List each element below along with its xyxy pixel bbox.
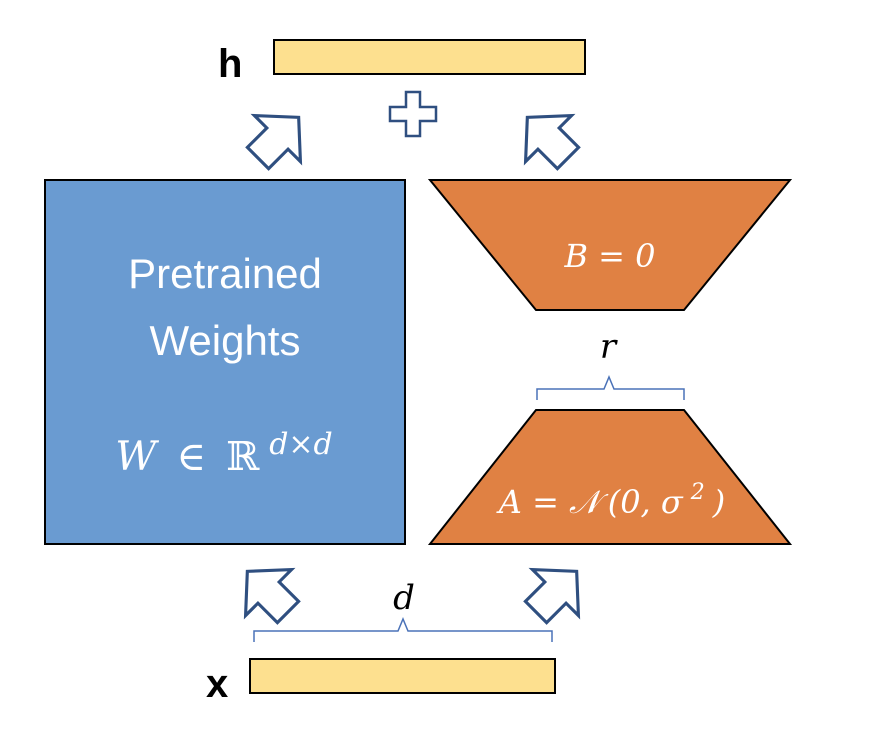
- dim-label: d: [393, 578, 415, 618]
- arrow-weights-to-h-icon: [245, 113, 303, 171]
- output-label: h: [218, 42, 242, 86]
- input-label: x: [206, 662, 228, 706]
- lora-b-block: [427, 179, 793, 311]
- formula-W: W: [115, 434, 159, 480]
- arrow-x-to-a-icon: [523, 567, 581, 625]
- pretrained-weights-block: [44, 179, 406, 545]
- output-vector: [273, 39, 586, 75]
- formula-superscript: d×d: [269, 427, 333, 462]
- a-close: ): [712, 483, 725, 521]
- pretrained-title-line2: Weights: [150, 317, 301, 364]
- pretrained-title-line1: Pretrained: [128, 250, 322, 297]
- lora-a-block: [427, 409, 793, 545]
- formula-R: ℝ: [226, 434, 260, 480]
- a-superscript: 2: [690, 480, 705, 505]
- arrow-b-to-h-icon: [523, 113, 581, 171]
- a-lhs: A =: [496, 483, 569, 521]
- arrow-x-to-weights-icon: [243, 567, 301, 625]
- a-normal: 𝒩: [569, 483, 609, 521]
- rank-brace: [536, 375, 685, 400]
- input-vector: [249, 658, 556, 694]
- a-args: (0, σ: [608, 483, 684, 521]
- dim-brace: [253, 617, 553, 642]
- pretrained-formula: W ∈ ℝ d×d: [115, 427, 333, 480]
- a-expression: A = 𝒩 (0, σ 2 ): [496, 470, 725, 521]
- rank-label: r: [600, 327, 618, 367]
- plus-icon: [388, 90, 438, 138]
- formula-in: ∈: [176, 434, 206, 480]
- b-expression: B = 0: [563, 237, 655, 275]
